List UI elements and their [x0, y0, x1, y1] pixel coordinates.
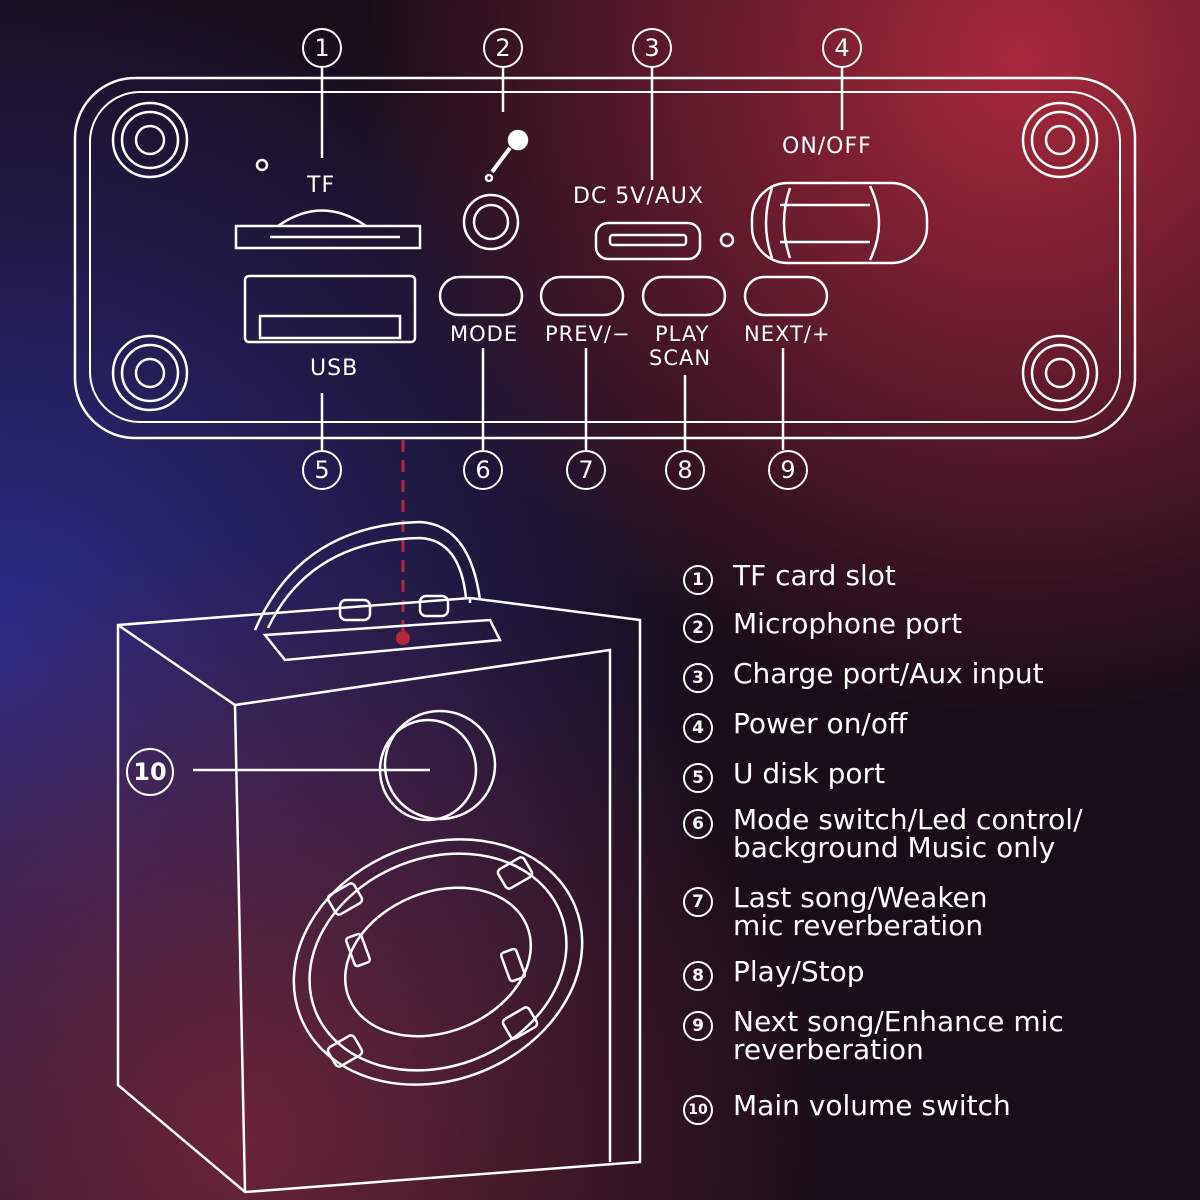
legend-text: Play/Stop: [733, 955, 865, 988]
tf-slot-icon: [234, 158, 422, 250]
legend-text: Last song/Weaken mic reverberation: [733, 881, 988, 942]
legend-item: 9 Next song/Enhance mic reverberation: [683, 1008, 1183, 1064]
callout-3: 3: [632, 28, 672, 68]
callout-6: 6: [463, 450, 503, 490]
woofer-icon: [292, 838, 584, 1086]
dc-aux-label: DC 5V/AUX: [573, 184, 704, 209]
legend-text: Main volume switch: [733, 1089, 1011, 1122]
legend-number: 6: [683, 809, 713, 839]
power-switch-icon: [750, 181, 929, 265]
legend-text: TF card slot: [733, 559, 896, 592]
next-button-shape: [743, 275, 829, 317]
legend-item: 3 Charge port/Aux input: [683, 657, 1183, 693]
prev-button-shape: [539, 275, 625, 317]
legend: 1 TF card slot 2 Microphone port 3 Charg…: [683, 556, 1183, 1125]
mode-label: MODE: [450, 322, 519, 346]
legend-item: 4 Power on/off: [683, 707, 1183, 743]
legend-text: Power on/off: [733, 707, 908, 740]
callout-7: 7: [566, 450, 606, 490]
legend-text: Charge port/Aux input: [733, 657, 1044, 690]
legend-text: U disk port: [733, 757, 886, 790]
screw-icon: [1021, 334, 1099, 412]
speaker-front-top-edge: [234, 648, 612, 1162]
screw-icon: [1021, 101, 1099, 179]
control-panel-drawing: [73, 68, 1137, 450]
legend-item: 8 Play/Stop: [683, 955, 1183, 991]
top-panel-outline: [262, 618, 502, 662]
callout-9: 9: [768, 450, 808, 490]
callout-5: 5: [302, 450, 342, 490]
micro-usb-port-icon: [594, 221, 735, 261]
callout-8: 8: [665, 450, 705, 490]
mic-jack-icon: [462, 193, 520, 251]
legend-number: 1: [683, 565, 713, 595]
legend-number: 10: [683, 1095, 713, 1125]
legend-item: 5 U disk port: [683, 757, 1183, 793]
callout-1: 1: [302, 28, 342, 68]
legend-item: 10 Main volume switch: [683, 1089, 1183, 1125]
callout-10: 10: [126, 748, 174, 796]
usb-port-icon: [243, 274, 417, 344]
callout-4: 4: [822, 28, 862, 68]
legend-item: 6 Mode switch/Led control/ background Mu…: [683, 806, 1183, 862]
connector-dot: [396, 631, 410, 645]
legend-text: Next song/Enhance mic reverberation: [733, 1005, 1064, 1066]
speaker-front-left-edge: [233, 704, 247, 1193]
legend-number: 5: [683, 763, 713, 793]
legend-text: Microphone port: [733, 607, 963, 640]
screw-icon: [111, 101, 189, 179]
play-label: PLAY: [655, 322, 710, 346]
play-button-shape: [641, 275, 727, 317]
legend-number: 4: [683, 713, 713, 743]
legend-number: 9: [683, 1011, 713, 1041]
legend-number: 7: [683, 887, 713, 917]
legend-number: 8: [683, 961, 713, 991]
legend-item: 7 Last song/Weaken mic reverberation: [683, 884, 1183, 940]
tf-label: TF: [307, 173, 336, 198]
panel-inner-outline: [89, 91, 1121, 423]
next-label: NEXT/+: [744, 322, 831, 346]
onoff-label: ON/OFF: [782, 134, 872, 159]
legend-item: 1 TF card slot: [683, 559, 1183, 595]
panel-outer-outline: [73, 76, 1137, 440]
usb-label: USB: [310, 356, 359, 381]
legend-item: 2 Microphone port: [683, 607, 1183, 643]
microphone-icon: [484, 129, 529, 183]
handle-outline: [253, 520, 482, 631]
legend-text: Mode switch/Led control/ background Musi…: [733, 803, 1083, 864]
screw-icon: [111, 334, 189, 412]
callout-2: 2: [483, 28, 523, 68]
speaker-drawing: [116, 520, 642, 1194]
legend-number: 2: [683, 613, 713, 643]
legend-number: 3: [683, 663, 713, 693]
mode-button-shape: [438, 275, 524, 317]
scan-label: SCAN: [649, 346, 712, 370]
prev-label: PREV/−: [545, 322, 631, 346]
